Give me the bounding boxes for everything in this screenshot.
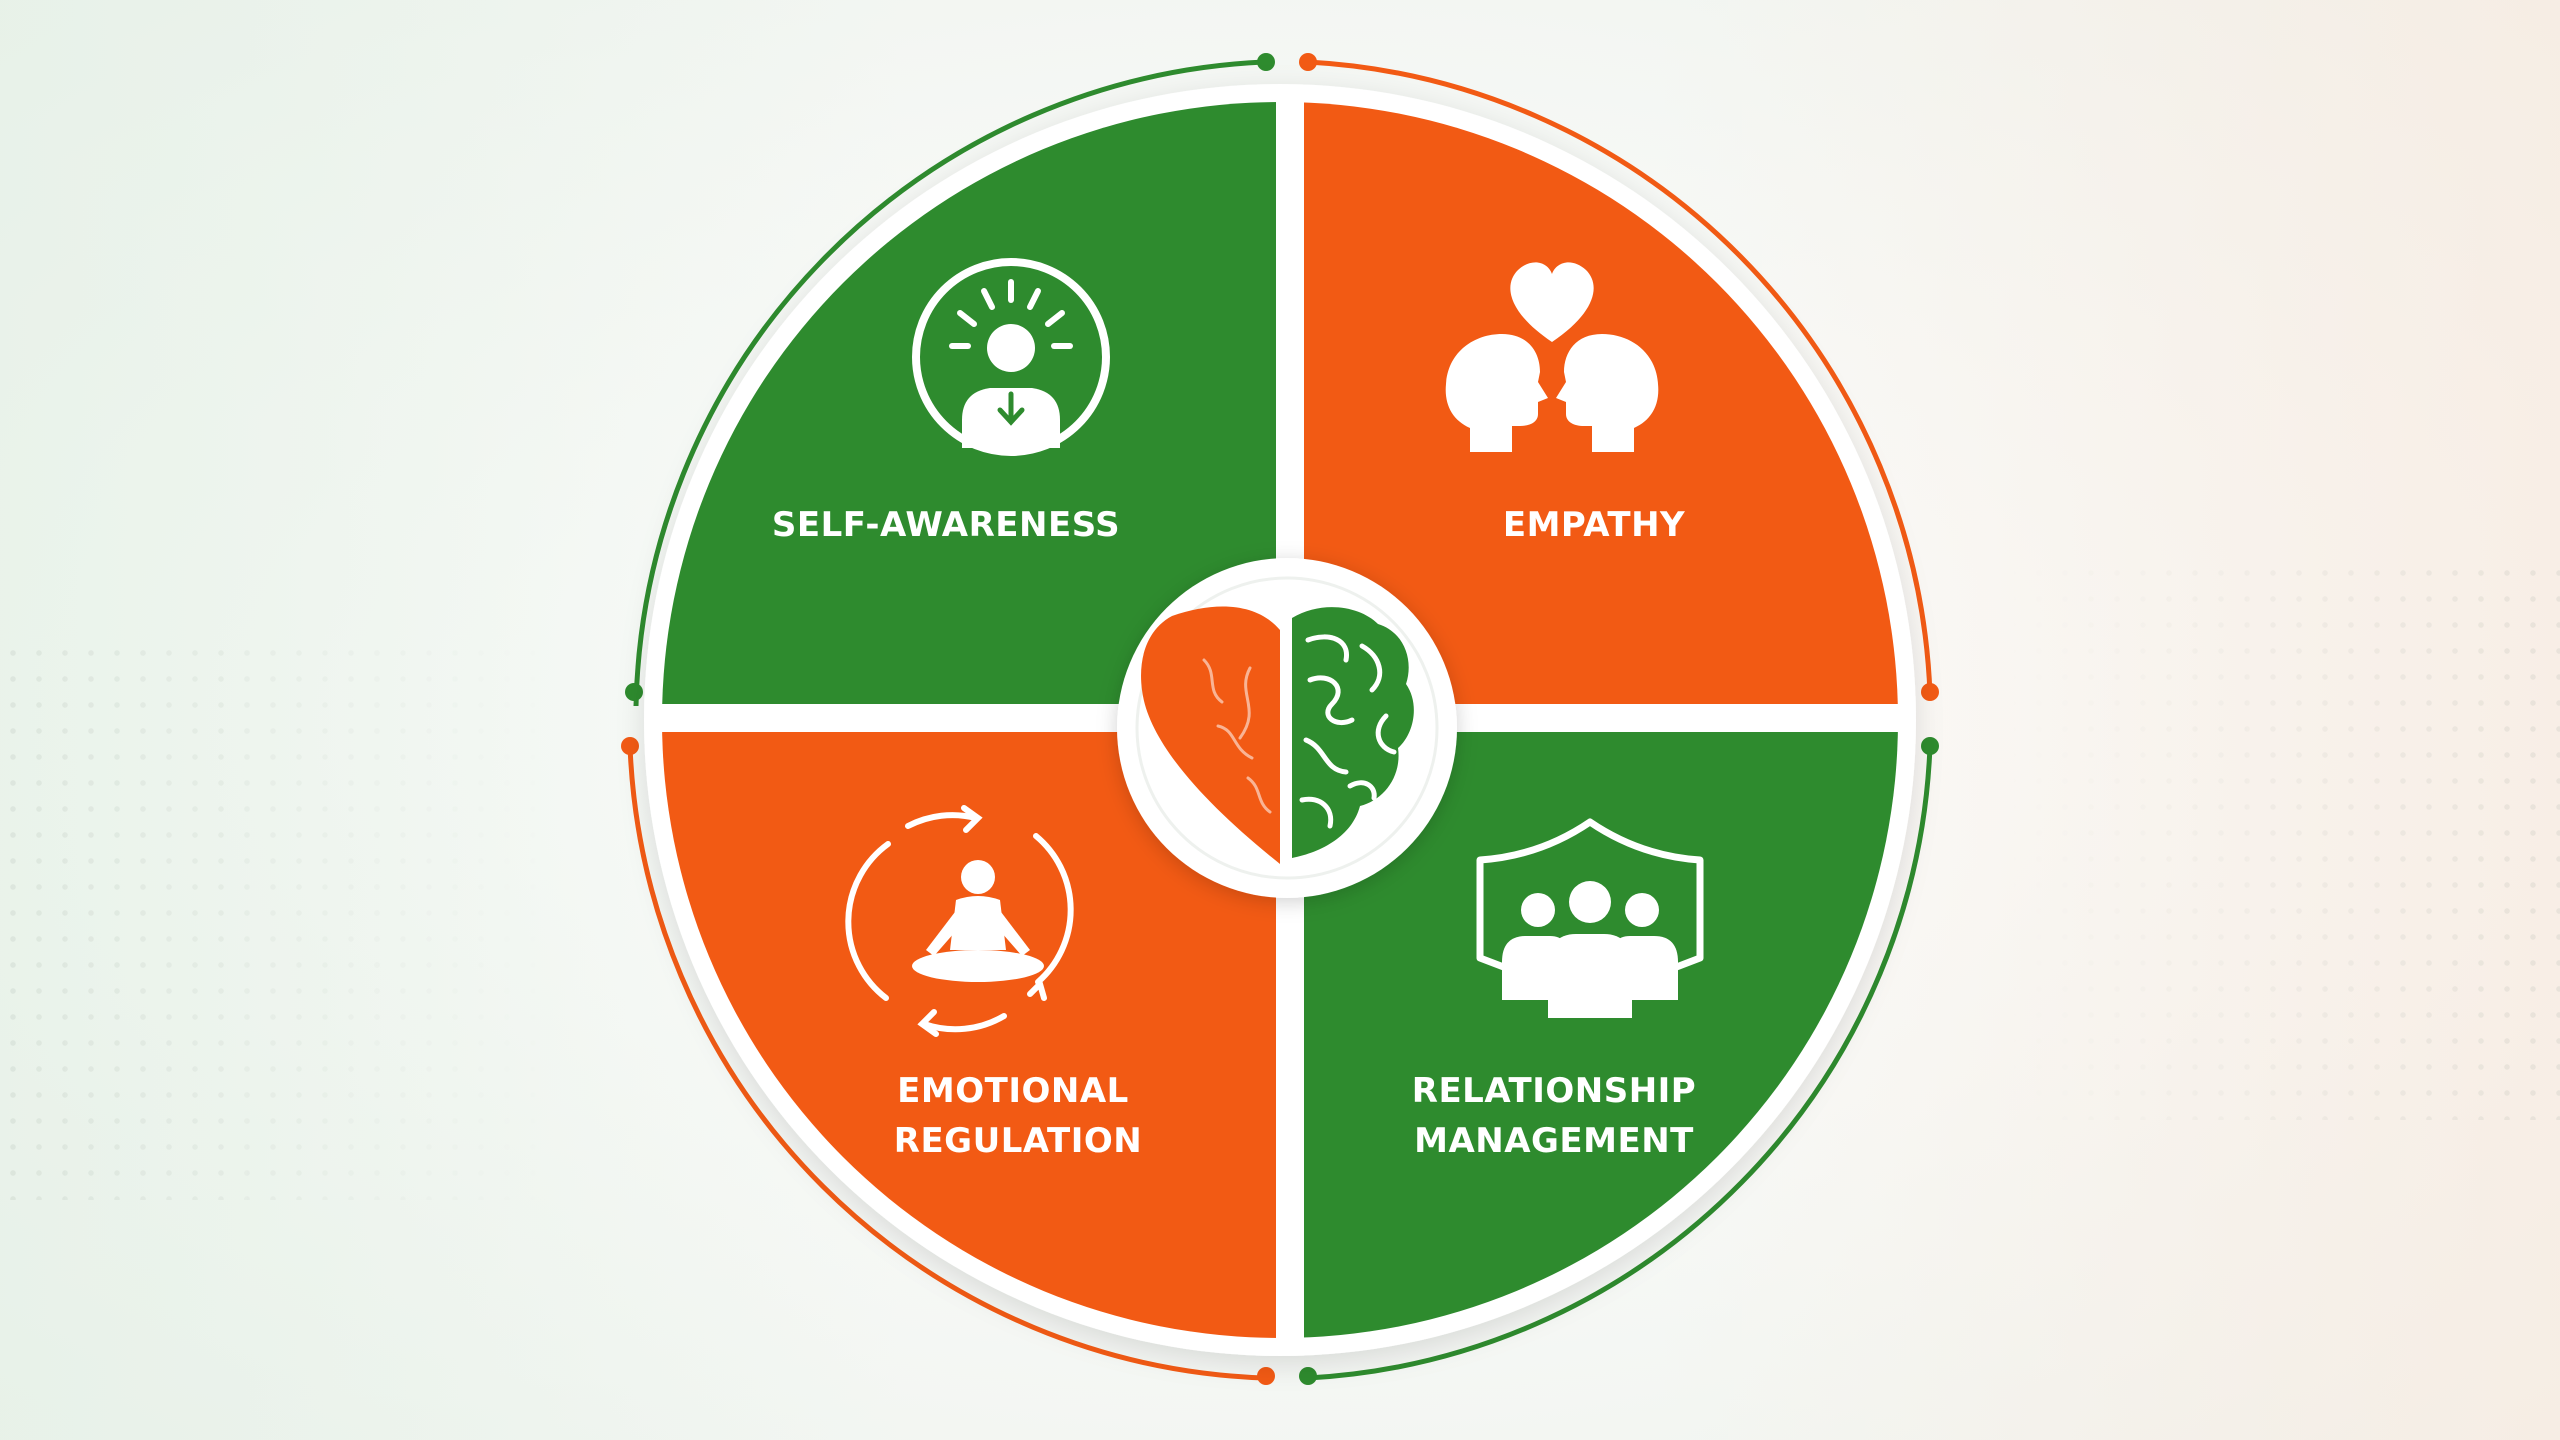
empathy-heads-heart-icon <box>1445 262 1659 452</box>
ring-dot <box>1921 683 1939 701</box>
label-emotional: EMOTIONAL <box>897 1071 1129 1111</box>
meditation-cycle-icon <box>845 805 1074 1037</box>
quadrant-labels: SELF-AWARENESS EMPATHY EMOTIONAL REGULAT… <box>772 505 1696 1161</box>
center-badge <box>1117 558 1457 898</box>
background-dots-left <box>0 640 560 1200</box>
outer-ring <box>621 53 1939 1385</box>
label-self-awareness: SELF-AWARENESS <box>772 505 1120 545</box>
background-dots-right <box>2000 560 2560 1120</box>
label-empathy: EMPATHY <box>1503 505 1685 545</box>
shield-group-icon <box>1476 818 1704 1018</box>
label-regulation: REGULATION <box>894 1121 1142 1161</box>
ring-dot <box>621 737 639 755</box>
ring-dot <box>1299 53 1317 71</box>
heart-brain-icon <box>1141 606 1414 864</box>
label-management: MANAGEMENT <box>1414 1121 1694 1161</box>
ring-dot <box>1299 1367 1317 1385</box>
ring-dot <box>1921 737 1939 755</box>
ring-dot <box>1257 1367 1275 1385</box>
ring-dot <box>1257 53 1275 71</box>
label-relationship: RELATIONSHIP <box>1412 1071 1696 1111</box>
ring-dot <box>625 683 643 701</box>
self-awareness-person-icon <box>912 258 1110 456</box>
